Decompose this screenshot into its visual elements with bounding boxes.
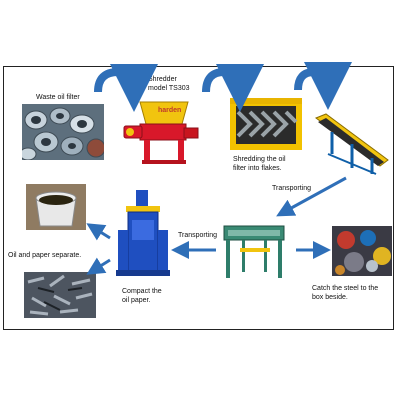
catch-steel-label: Catch the steel to the box beside. — [312, 285, 378, 303]
shredding-label: Shredding the oil filter into flakes. — [233, 156, 286, 174]
shredding-line1: Shredding the oil — [233, 156, 286, 163]
shredder-model-line2: model TS303 — [148, 84, 190, 92]
oil-paper-separate-label: Oil and paper separate. — [8, 252, 82, 259]
separator-machine-image — [220, 220, 290, 280]
transporting-middle-label: Transporting — [178, 232, 218, 239]
waste-oil-filter-label: Waste oil filter — [36, 94, 80, 101]
compact-label: Compact the oil paper. — [122, 288, 162, 306]
catch-steel-line2: box beside. — [312, 293, 348, 301]
compact-line1: Compact the — [122, 288, 162, 295]
steel-box-photo — [332, 226, 392, 276]
conveyor-image — [312, 110, 390, 176]
shredder-model-label: Shredder model TS303 — [148, 76, 190, 94]
shredding-chamber-photo — [230, 98, 302, 150]
shredder-model-line1: Shredder — [148, 76, 177, 83]
compact-line2: oil paper. — [122, 296, 151, 304]
oil-bucket-photo — [26, 184, 86, 230]
compacting-press-image — [112, 190, 174, 282]
catch-steel-line1: Catch the steel to the — [312, 285, 379, 292]
shredding-line2: filter into flakes. — [233, 164, 282, 172]
waste-oil-filter-photo — [22, 104, 104, 160]
transporting-right-label: Transporting — [272, 185, 312, 192]
compacted-paper-photo — [24, 272, 96, 318]
shredder-brand-text: harden — [158, 107, 182, 114]
